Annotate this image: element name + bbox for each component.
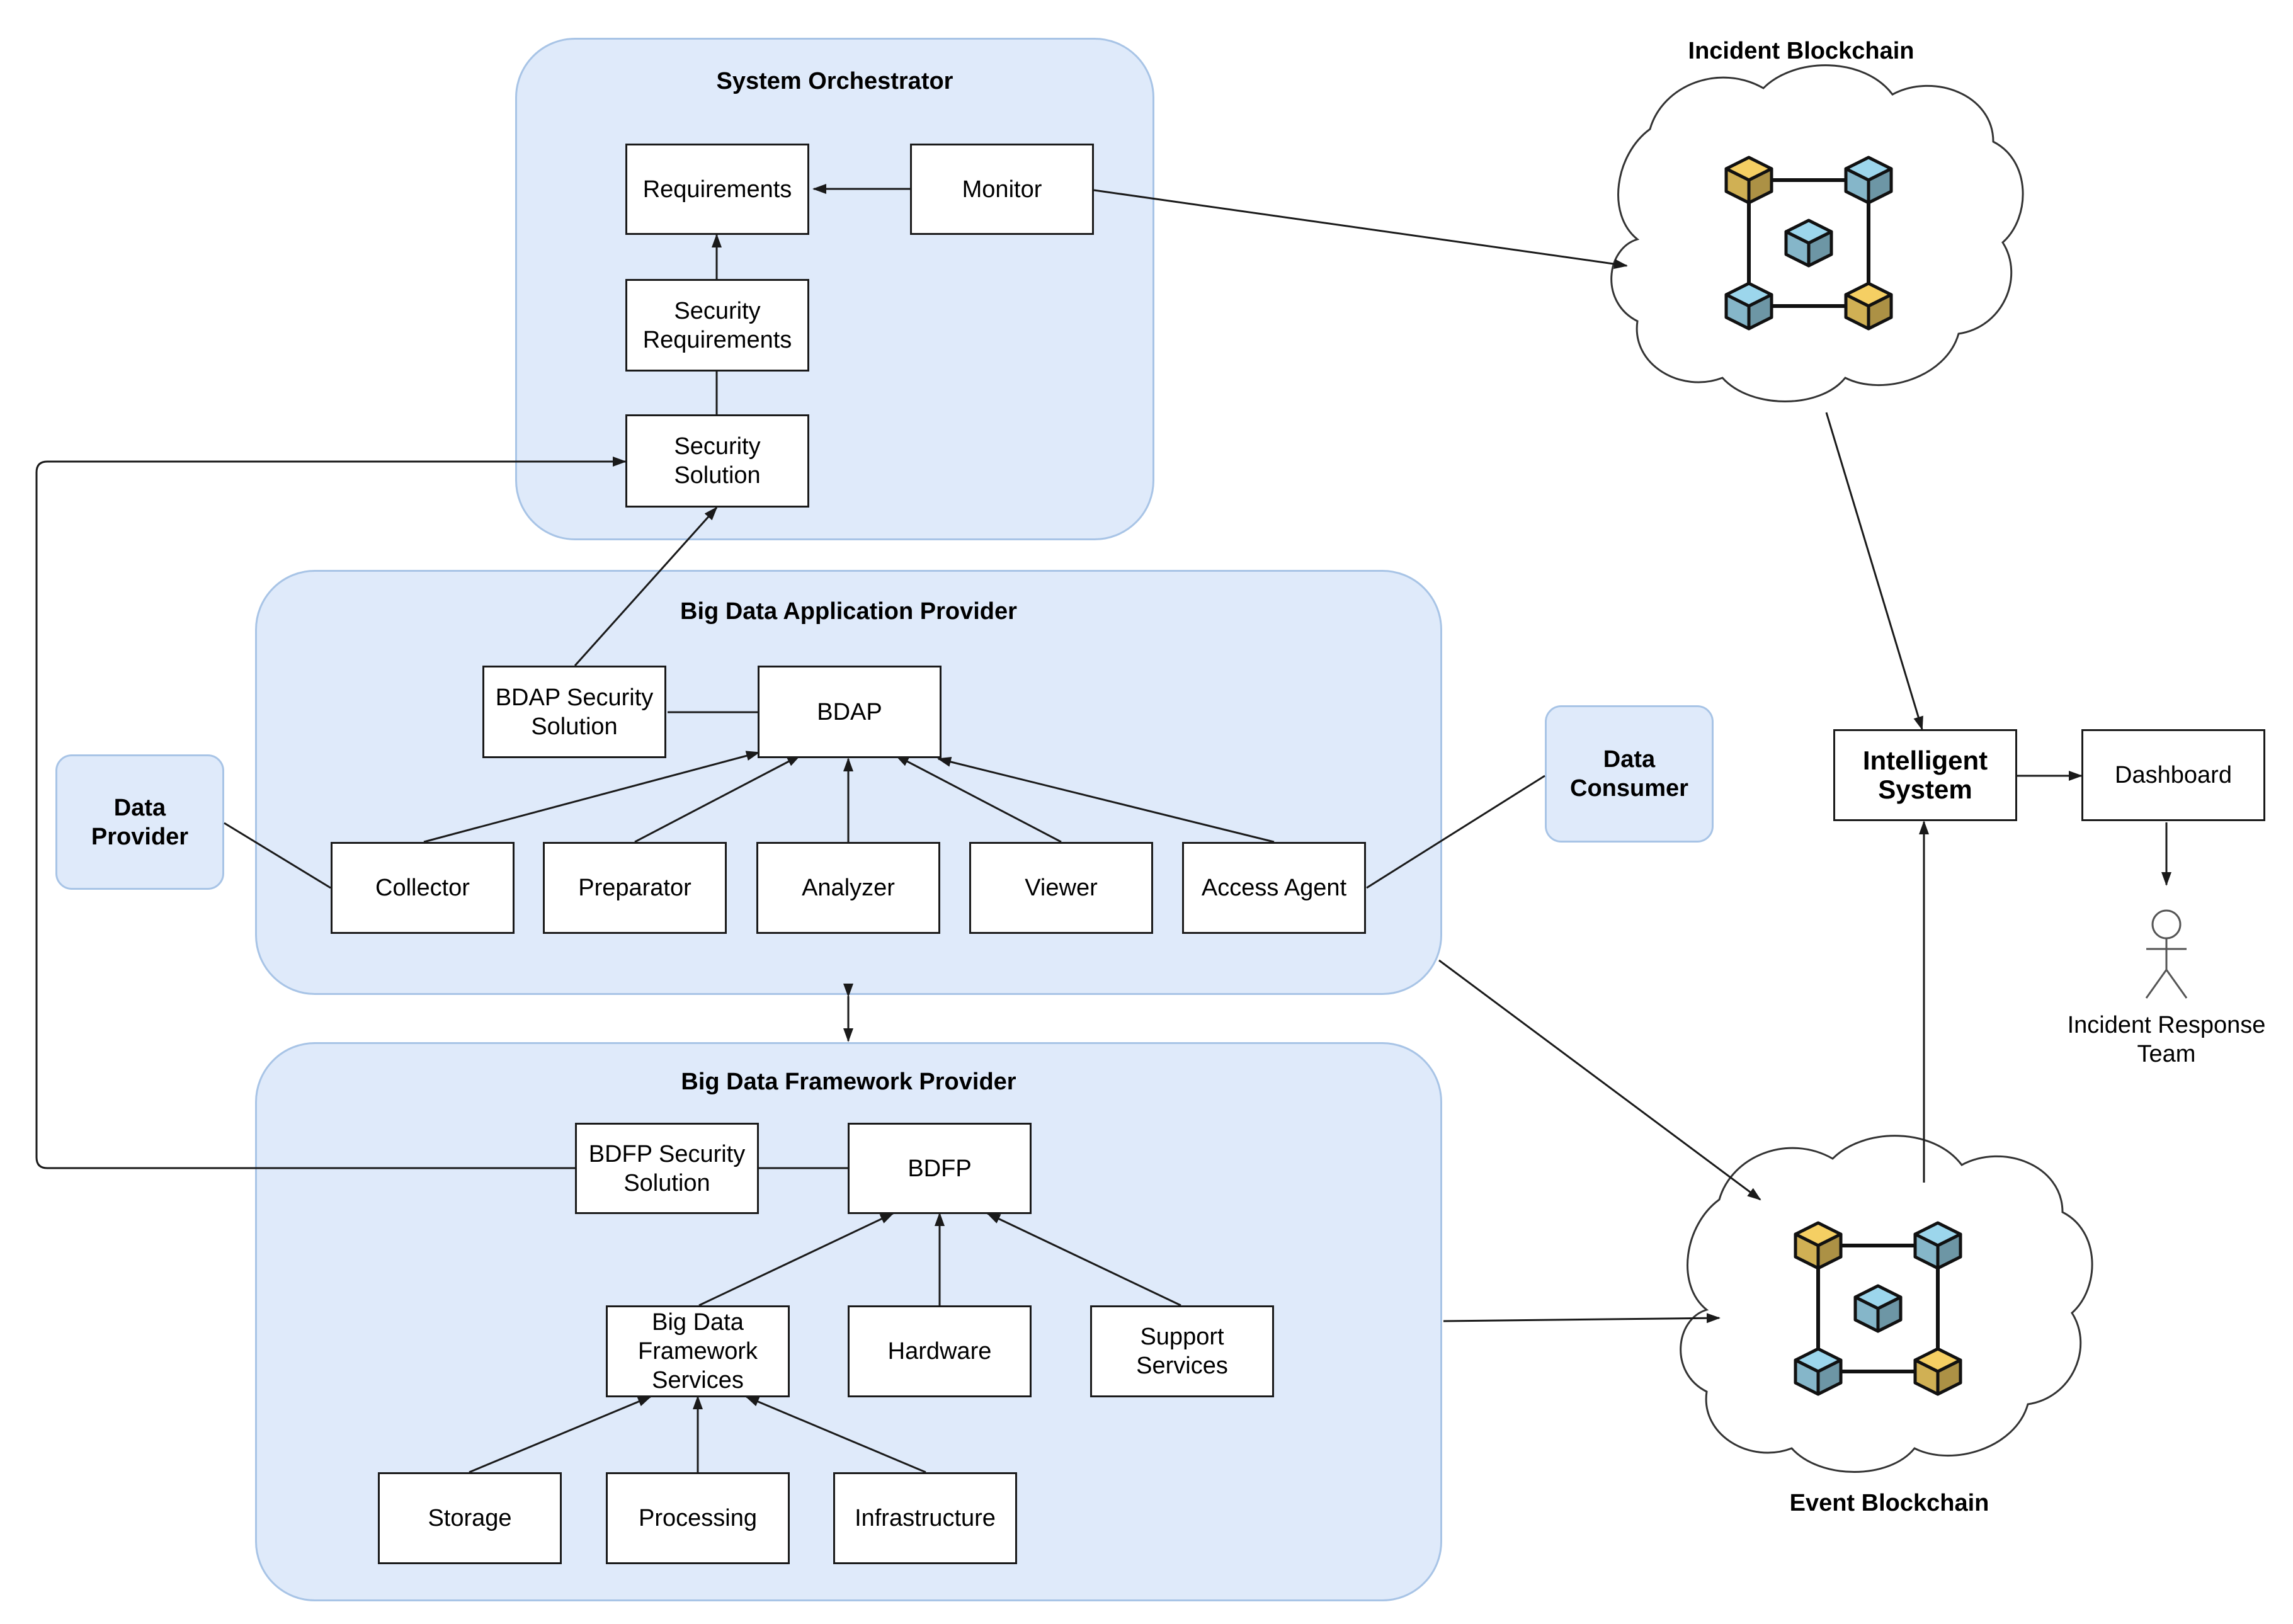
bdap-security-solution-node: BDAP Security Solution: [482, 666, 666, 758]
hardware-node: Hardware: [848, 1305, 1032, 1397]
event-blockchain-label: Event Blockchain: [1789, 1490, 1989, 1516]
preparator-node: Preparator: [543, 842, 727, 934]
edge-monitor-incident-blockchain: [1093, 189, 1628, 270]
incident-cube-bottom-left: [1724, 281, 1773, 331]
support-services-node: Support Services: [1090, 1305, 1274, 1397]
event-cube-bottom-left: [1794, 1347, 1843, 1396]
edge-infrastructure-bdfs: [745, 1395, 926, 1474]
incident-cube-top-left: [1724, 156, 1773, 205]
edge-bdfpsec-secsol-loop: [35, 457, 627, 1169]
incident-response-team-label: Incident Response Team: [2067, 1012, 2266, 1067]
infrastructure-node: Infrastructure: [833, 1472, 1017, 1564]
edge-accessagent-dataconsumer: [1366, 775, 1545, 889]
intelligent-system-node: Intelligent System: [1833, 729, 2017, 821]
processing-node: Processing: [606, 1472, 790, 1564]
collector-node: Collector: [331, 842, 515, 934]
bdap-group-title: Big Data Application Provider: [680, 598, 1017, 625]
edge-viewer-bdap: [895, 754, 1062, 843]
bdfp-security-solution-node: BDFP Security Solution: [575, 1123, 759, 1214]
security-solution-node: Security Solution: [625, 414, 809, 508]
data-provider-box: Data Provider: [55, 754, 224, 890]
edge-bdfs-bdfp: [698, 1212, 894, 1307]
event-blockchain-cubes-icon: [1794, 1221, 1962, 1396]
incident-cube-top-right: [1844, 156, 1893, 205]
edge-incidentblockchain-intelligent: [1825, 412, 1923, 730]
event-cube-bottom-right: [1913, 1347, 1962, 1396]
edge-support-bdfp: [986, 1212, 1181, 1307]
big-data-framework-services-node: Big Data Framework Services: [606, 1305, 790, 1397]
edge-storage-bdfs: [469, 1395, 652, 1474]
edge-bdfpgroup-eventblockchain: [1443, 1313, 1721, 1324]
event-cube-top-right: [1913, 1221, 1962, 1270]
security-requirements-node: Security Requirements: [625, 279, 809, 372]
analyzer-node: Analyzer: [756, 842, 940, 934]
viewer-node: Viewer: [969, 842, 1153, 934]
requirements-node: Requirements: [625, 144, 809, 235]
edge-preparator-bdap: [634, 754, 801, 843]
bdap-node: BDAP: [758, 666, 942, 758]
edge-bdapsec-secsol: [574, 506, 718, 667]
edge-bdapgroup-eventblockchain: [1438, 959, 1761, 1201]
system-orchestrator-title: System Orchestrator: [716, 68, 953, 94]
edge-dataprovider-collector: [224, 822, 331, 889]
access-agent-node: Access Agent: [1182, 842, 1366, 934]
incident-blockchain-cubes-icon: [1724, 156, 1893, 331]
dashboard-node: Dashboard: [2081, 729, 2265, 821]
incident-response-team-icon: [2145, 909, 2188, 999]
edge-collector-bdap: [423, 751, 760, 843]
storage-node: Storage: [378, 1472, 562, 1564]
incident-cube-bottom-right: [1844, 281, 1893, 331]
edge-accessagent-bdap: [937, 757, 1275, 843]
bdfp-node: BDFP: [848, 1123, 1032, 1214]
monitor-node: Monitor: [910, 144, 1094, 235]
event-cube-center: [1853, 1284, 1903, 1333]
bdfp-group-title: Big Data Framework Provider: [681, 1069, 1016, 1095]
data-consumer-box: Data Consumer: [1545, 705, 1714, 843]
incident-blockchain-label: Incident Blockchain: [1688, 38, 1915, 64]
event-cube-top-left: [1794, 1221, 1843, 1270]
incident-cube-center: [1784, 219, 1833, 268]
